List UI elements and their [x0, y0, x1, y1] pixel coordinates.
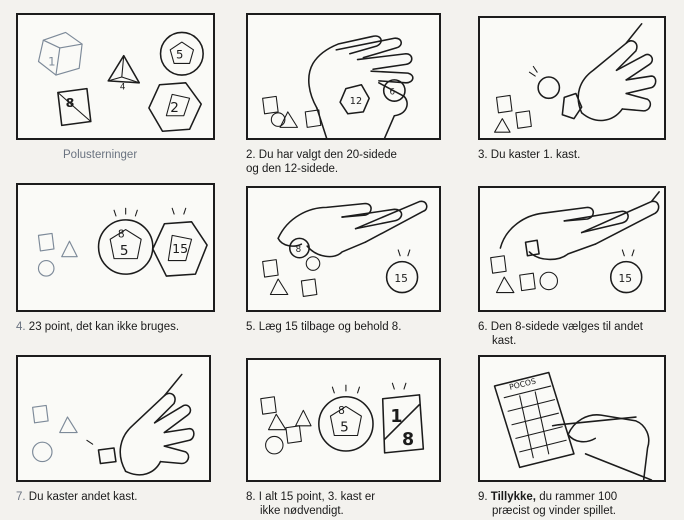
caption-line-1: Den 8-sidede vælges til andet	[490, 321, 643, 333]
caption-number: 5.	[246, 321, 256, 333]
rolling-dice-icon	[528, 65, 583, 120]
svg-text:8: 8	[402, 430, 414, 450]
d10-die-icon: 1	[37, 31, 83, 76]
faded-dice-icon	[32, 404, 78, 463]
table-dice-icon	[262, 256, 321, 297]
d8-die-icon: 8	[57, 87, 92, 127]
pen-icon	[551, 416, 637, 427]
caption-line-1: du rammer 100	[539, 491, 618, 503]
caption-panel-7: 7. Du kaster andet kast.	[16, 490, 137, 504]
caption-panel-2: 2. Du har valgt den 20-sidede og den 12-…	[246, 148, 397, 176]
panel-6-choose-8-sided: 15	[478, 186, 666, 312]
svg-text:8: 8	[338, 404, 345, 417]
d12-result-icon: 8 5	[318, 384, 374, 452]
caption-text: Du kaster andet kast.	[28, 491, 138, 503]
caption-number: 8.	[246, 491, 256, 503]
svg-text:8: 8	[296, 245, 302, 255]
d8-result-icon: 1 8	[381, 382, 425, 454]
caption-text: Læg 15 tilbage og behold 8.	[258, 321, 402, 333]
caption-line-2: kast.	[492, 335, 517, 347]
d12-result-icon: 8 5	[97, 207, 154, 275]
svg-text:POCOS: POCOS	[508, 377, 537, 392]
svg-text:6: 6	[390, 87, 396, 97]
svg-text:8: 8	[66, 95, 75, 110]
caption-panel-4: 4. 23 point, det kan ikke bruges.	[16, 320, 179, 334]
caption-panel-8: 8. I alt 15 point, 3. kast er ikke nødve…	[246, 490, 375, 518]
caption-line-2: og den 12-sidede.	[246, 163, 339, 175]
caption-panel-1: Polusterninger	[63, 148, 137, 162]
panel-4-23-points: 8 5 15	[16, 183, 215, 312]
d4-die-icon: 4	[107, 54, 141, 93]
panel-8-total-15: 8 5 1 8	[246, 358, 441, 482]
svg-text:15: 15	[172, 241, 188, 256]
caption-number: 3.	[478, 149, 488, 161]
d20-result-icon: 15	[152, 207, 208, 277]
caption-panel-3: 3. Du kaster 1. kast.	[478, 148, 580, 162]
svg-text:8: 8	[118, 227, 125, 240]
held-d12-icon: 8	[288, 237, 310, 259]
panel-1-dice-overview: 1 4 5 8 2	[16, 13, 215, 140]
resting-dice-icon	[494, 94, 532, 133]
score-pad-icon: POCOS	[493, 371, 575, 469]
throwing-hand-icon	[577, 23, 657, 122]
remaining-dice-icon	[262, 95, 322, 128]
d12-in-hand-icon: 6	[382, 79, 406, 102]
svg-text:15: 15	[618, 272, 632, 285]
panel-3-first-throw	[478, 16, 666, 140]
grabbing-hand-icon	[277, 200, 428, 258]
table-dice-icon	[490, 255, 559, 294]
throwing-hand-icon	[119, 373, 195, 476]
svg-text:5: 5	[176, 48, 183, 62]
caption-number: 2.	[246, 149, 256, 161]
faded-dice-icon	[37, 232, 78, 277]
caption-number: 6.	[478, 321, 488, 333]
writing-hand-icon	[567, 414, 653, 480]
table-dice-icon	[260, 396, 312, 455]
svg-text:2: 2	[170, 100, 179, 116]
d20-aside-icon: 15	[609, 249, 643, 294]
svg-text:15: 15	[394, 272, 408, 285]
caption-line-1: I alt 15 point, 3. kast er	[258, 491, 376, 503]
d20-aside-icon: 15	[385, 249, 419, 294]
caption-line-2: ikke nødvendigt.	[260, 505, 344, 517]
caption-text: Du kaster 1. kast.	[490, 149, 581, 161]
d20-die-icon: 2	[148, 82, 202, 132]
panel-5-keep-8: 8 15	[246, 186, 441, 312]
chosen-d8-icon	[524, 239, 540, 257]
rolling-d8-icon	[86, 439, 117, 465]
caption-panel-9: 9. Tillykke, du rammer 100 præcist og vi…	[478, 490, 617, 518]
caption-number: 9.	[478, 491, 488, 503]
svg-text:1: 1	[390, 407, 402, 427]
caption-number: 4.	[16, 321, 26, 333]
caption-text: Polusterninger	[63, 149, 138, 161]
caption-number: 7.	[16, 491, 26, 503]
open-hand-icon	[307, 35, 414, 138]
caption-bold: Tillykke,	[490, 491, 536, 503]
d20-in-hand-icon: 12	[339, 83, 370, 115]
d12-die-icon: 5	[159, 31, 204, 76]
caption-line-2: præcist og vinder spillet.	[492, 505, 616, 517]
panel-9-winner: POCOS	[478, 355, 666, 482]
caption-text: 23 point, det kan ikke bruges.	[28, 321, 180, 333]
panel-7-second-throw	[16, 355, 211, 482]
caption-line-1: Du har valgt den 20-sidede	[258, 149, 397, 161]
picking-hand-icon	[499, 191, 660, 261]
svg-text:5: 5	[120, 243, 129, 259]
caption-panel-6: 6. Den 8-sidede vælges til andet kast.	[478, 320, 643, 348]
svg-text:12: 12	[350, 96, 362, 107]
panel-2-chosen-dice: 12 6	[246, 13, 441, 140]
svg-text:1: 1	[48, 54, 55, 68]
svg-text:5: 5	[340, 420, 349, 436]
svg-text:4: 4	[120, 83, 126, 93]
caption-panel-5: 5. Læg 15 tilbage og behold 8.	[246, 320, 401, 334]
